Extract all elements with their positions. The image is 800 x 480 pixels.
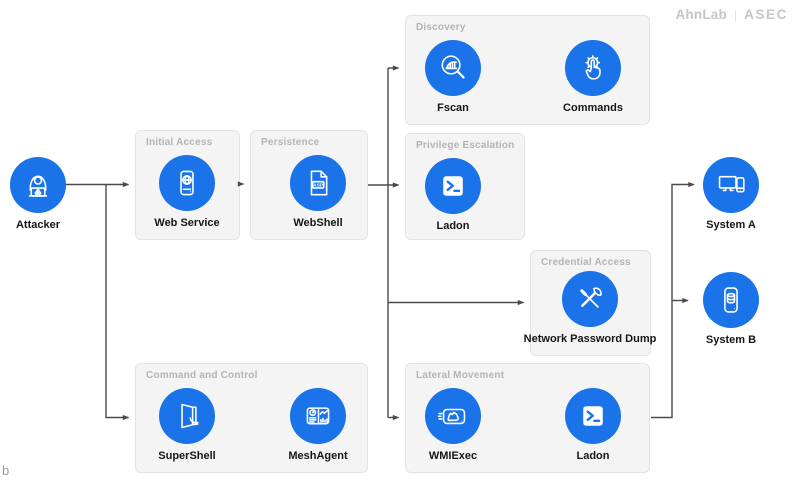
group-title-credential-access: Credential Access — [541, 257, 631, 268]
node-label-system-b: System B — [705, 334, 757, 346]
node-label-meshagent: MeshAgent — [288, 450, 348, 462]
asp-badge-text: ASP — [313, 183, 324, 189]
wmiexec-bubble — [425, 388, 481, 444]
node-label-network-password-dump: Network Password Dump — [523, 333, 657, 345]
desktop-and-phone-icon — [718, 175, 745, 193]
corner-watermark-fragment: b — [2, 463, 10, 478]
group-title-initial-access: Initial Access — [146, 137, 213, 148]
webshell-bubble: ASP — [290, 155, 346, 211]
terminal-prompt-icon — [583, 406, 603, 426]
open-door-hand-icon — [181, 403, 199, 429]
attacker-bubble — [10, 157, 66, 213]
phone-globe-icon — [180, 170, 194, 196]
node-label-system-a: System A — [706, 219, 756, 231]
node-label-attacker: Attacker — [15, 219, 61, 231]
server-database-icon — [724, 287, 738, 313]
web-service-bubble — [159, 155, 215, 211]
node-label-supershell: SuperShell — [158, 450, 216, 462]
group-persistence: Persistence — [250, 130, 368, 240]
brand-ahnlab: AhnLab — [675, 7, 727, 22]
group-title-command-and-control: Command and Control — [146, 370, 258, 381]
commands-bubble — [565, 40, 621, 96]
group-title-discovery: Discovery — [416, 22, 466, 33]
node-label-wmiexec: WMIExec — [428, 450, 478, 462]
ladon-pe-bubble — [425, 158, 481, 214]
node-label-webshell: WebShell — [293, 217, 343, 229]
crossed-tools-icon — [580, 287, 602, 308]
fscan-bubble — [425, 40, 481, 96]
ladon-lm-bubble — [565, 388, 621, 444]
supershell-bubble — [159, 388, 215, 444]
node-label-commands: Commands — [563, 102, 623, 114]
asp-file-icon: ASP — [310, 170, 328, 196]
group-title-persistence: Persistence — [261, 137, 320, 148]
system-a-bubble — [703, 157, 759, 213]
group-title-lateral-movement: Lateral Movement — [416, 370, 505, 381]
dashboard-charts-icon — [306, 407, 330, 425]
node-label-ladon-pe: Ladon — [436, 220, 470, 232]
speed-card-icon — [437, 408, 466, 425]
node-label-fscan: Fscan — [437, 102, 469, 114]
magnifier-chart-icon — [441, 55, 465, 79]
wire-attacker-to-command-and-control — [105, 184, 130, 421]
brand-separator: | — [733, 7, 738, 22]
terminal-prompt-icon — [443, 176, 463, 196]
hooded-attacker-laptop-icon — [28, 175, 48, 197]
hand-tap-gear-icon — [585, 55, 601, 80]
network-password-dump-bubble — [562, 271, 618, 327]
brand-asec: ASEC — [744, 7, 788, 22]
meshagent-bubble — [290, 388, 346, 444]
group-title-privilege-escalation: Privilege Escalation — [416, 140, 515, 151]
system-b-bubble — [703, 272, 759, 328]
brand-logo: AhnLab | ASEC — [676, 7, 789, 22]
node-label-web-service: Web Service — [154, 217, 220, 229]
node-label-ladon-lm: Ladon — [576, 450, 610, 462]
